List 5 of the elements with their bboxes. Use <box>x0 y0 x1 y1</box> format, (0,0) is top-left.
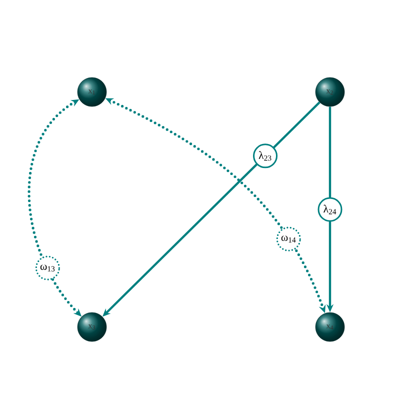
edge-label: λ$_{23}$ <box>253 144 278 168</box>
edge-label: ω$_{14}$ <box>276 226 301 252</box>
node-label: x$_{4}$ <box>326 324 334 330</box>
edge-label: λ$_{24}$ <box>318 197 342 222</box>
edge-label: ω$_{13}$ <box>35 256 60 280</box>
